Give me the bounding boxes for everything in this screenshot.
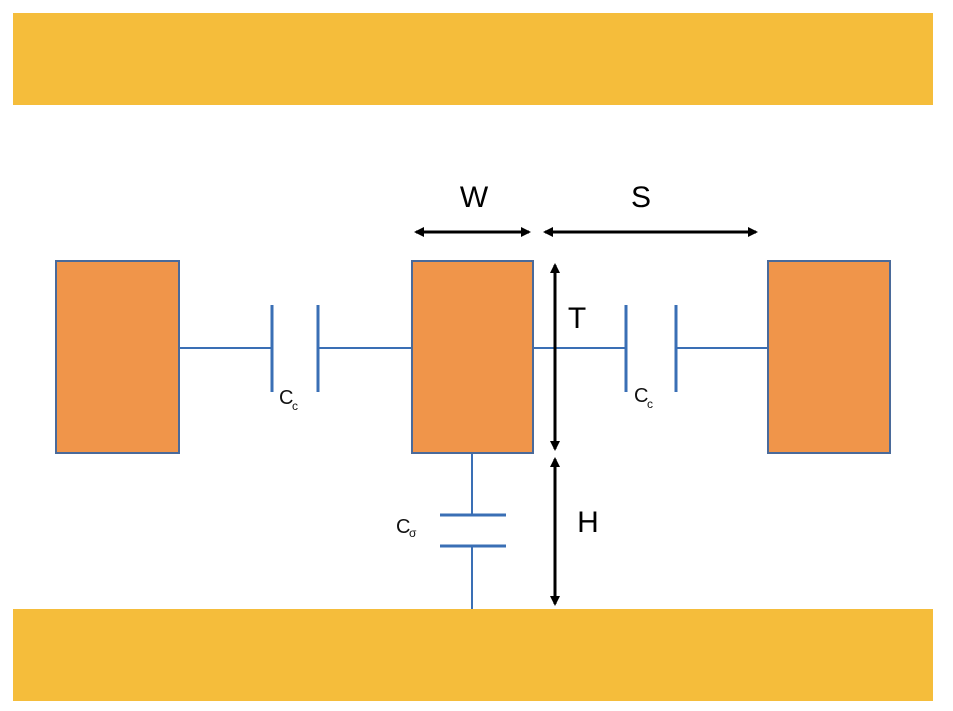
coupling-capacitor-left [270, 305, 320, 392]
wires [179, 347, 768, 609]
thickness-label: T [568, 302, 586, 335]
right-trace [767, 260, 891, 454]
cap-label-sub: c [292, 399, 298, 413]
coupling-capacitor-left-label: C c [279, 387, 298, 413]
dimension-arrows [414, 227, 758, 606]
height-label: H [577, 506, 599, 539]
ground-capacitor-label: C σ [396, 516, 417, 540]
coupling-capacitor-right [624, 305, 678, 392]
center-trace [411, 260, 534, 454]
width-label: W [460, 181, 489, 214]
cap-label-main: C [279, 387, 293, 409]
spacing-label: S [631, 181, 651, 214]
cap-label-main: C [396, 516, 410, 538]
coupling-capacitor-right-label: C c [634, 385, 653, 411]
cap-label-sub: σ [409, 526, 417, 540]
left-trace [55, 260, 180, 454]
ground-capacitor [440, 513, 506, 548]
bottom-ground-plane [13, 609, 933, 701]
cap-label-sub: c [647, 397, 653, 411]
cap-label-main: C [634, 385, 648, 407]
top-ground-plane [13, 13, 933, 105]
